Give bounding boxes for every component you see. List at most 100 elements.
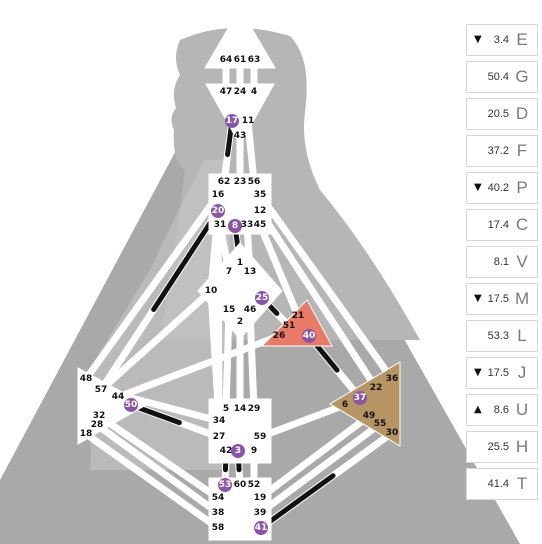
planet-value: 20.5	[487, 108, 509, 120]
gate-8-marker	[228, 219, 242, 233]
gate-53: 53	[219, 480, 232, 490]
gate-11: 11	[242, 116, 255, 126]
ajna-center	[205, 83, 275, 147]
channel-11-56	[244, 117, 258, 186]
planet-letter: D	[515, 104, 529, 123]
arrow-down-icon: ▼	[474, 293, 482, 304]
gate-48: 48	[80, 374, 93, 384]
gate-13: 13	[244, 267, 257, 277]
gate-12: 12	[254, 206, 267, 216]
gate-40: 40	[303, 331, 316, 341]
gate-52: 52	[248, 480, 261, 490]
gate-9: 9	[251, 446, 257, 456]
gate-55: 55	[374, 419, 387, 429]
gate-36: 36	[386, 374, 399, 384]
planet-row-j[interactable]: ▼ 17.5 J	[466, 357, 538, 389]
gate-53-marker	[218, 478, 232, 492]
gate-44: 44	[112, 392, 125, 402]
channel-19-49	[256, 412, 373, 502]
channel-35-36	[256, 191, 396, 383]
channel-28-38	[93, 421, 222, 517]
gate-46: 46	[244, 305, 257, 315]
gate-26: 26	[273, 331, 286, 341]
planet-value: 41.4	[487, 478, 509, 490]
gate-41: 41	[255, 523, 268, 533]
gate-20: 20	[212, 206, 225, 216]
head-center	[204, 7, 276, 69]
channel-39-55	[256, 420, 384, 517]
gate-39: 39	[254, 508, 267, 518]
channel-10-57	[97, 287, 215, 394]
planet-value: 17.5	[487, 293, 509, 305]
gate-28: 28	[91, 420, 104, 430]
gate-3-marker	[231, 444, 245, 458]
gate-40-marker	[302, 329, 316, 343]
planet-row-f[interactable]: 37.2 F	[466, 135, 538, 167]
planet-value: 37.2	[487, 145, 509, 157]
planet-value: 8.6	[493, 404, 509, 416]
planet-letter: V	[516, 252, 528, 271]
gate-37: 37	[354, 393, 367, 403]
gate-42: 42	[220, 446, 233, 456]
gate-27: 27	[213, 432, 226, 442]
planet-letter: F	[516, 141, 528, 160]
gate-29: 29	[248, 404, 261, 414]
defined-channel-41-30	[258, 473, 336, 531]
planet-value: 3.4	[493, 34, 509, 46]
planet-row-d[interactable]: 20.5 D	[466, 98, 538, 130]
planet-value: 25.5	[487, 441, 509, 453]
channel-45-21	[256, 221, 302, 320]
gate-16: 16	[212, 190, 225, 200]
gate-51: 51	[283, 321, 296, 331]
g-center	[197, 242, 283, 340]
gate-38: 38	[212, 508, 225, 518]
arrow-up-icon: ▲	[474, 404, 482, 415]
gate-2: 2	[237, 317, 243, 327]
gate-62: 62	[218, 177, 231, 187]
gate-21: 21	[292, 311, 305, 321]
gate-60: 60	[234, 480, 247, 490]
planet-value: 50.4	[487, 71, 509, 83]
defined-channel-20-57	[151, 208, 221, 312]
gate-18: 18	[80, 429, 93, 439]
planet-value: 17.5	[487, 367, 509, 379]
gate-41-marker	[254, 521, 268, 535]
channel-32-54	[95, 412, 222, 502]
gate-32: 32	[93, 411, 106, 421]
planet-letter: J	[517, 363, 527, 382]
arrow-down-icon: ▼	[474, 367, 482, 378]
channel-16-48	[82, 191, 222, 383]
gate-3: 3	[235, 446, 241, 456]
gate-35: 35	[254, 190, 267, 200]
planet-letter: P	[516, 178, 528, 197]
gate-23: 23	[234, 177, 247, 187]
channel-12-22	[256, 207, 380, 392]
gate-15: 15	[223, 305, 236, 315]
gate-58: 58	[212, 523, 225, 533]
gate-47: 47	[220, 87, 233, 97]
gate-19: 19	[254, 493, 267, 503]
channel-59-6	[256, 401, 349, 441]
gate-56: 56	[248, 177, 261, 187]
gate-30: 30	[386, 428, 399, 438]
gate-33: 33	[241, 220, 254, 230]
gate-61: 61	[234, 55, 247, 65]
gate-59: 59	[254, 432, 267, 442]
gate-54: 54	[212, 493, 225, 503]
arrow-down-icon: ▼	[474, 182, 482, 193]
gate-63: 63	[248, 55, 261, 65]
gate-31: 31	[214, 220, 227, 230]
